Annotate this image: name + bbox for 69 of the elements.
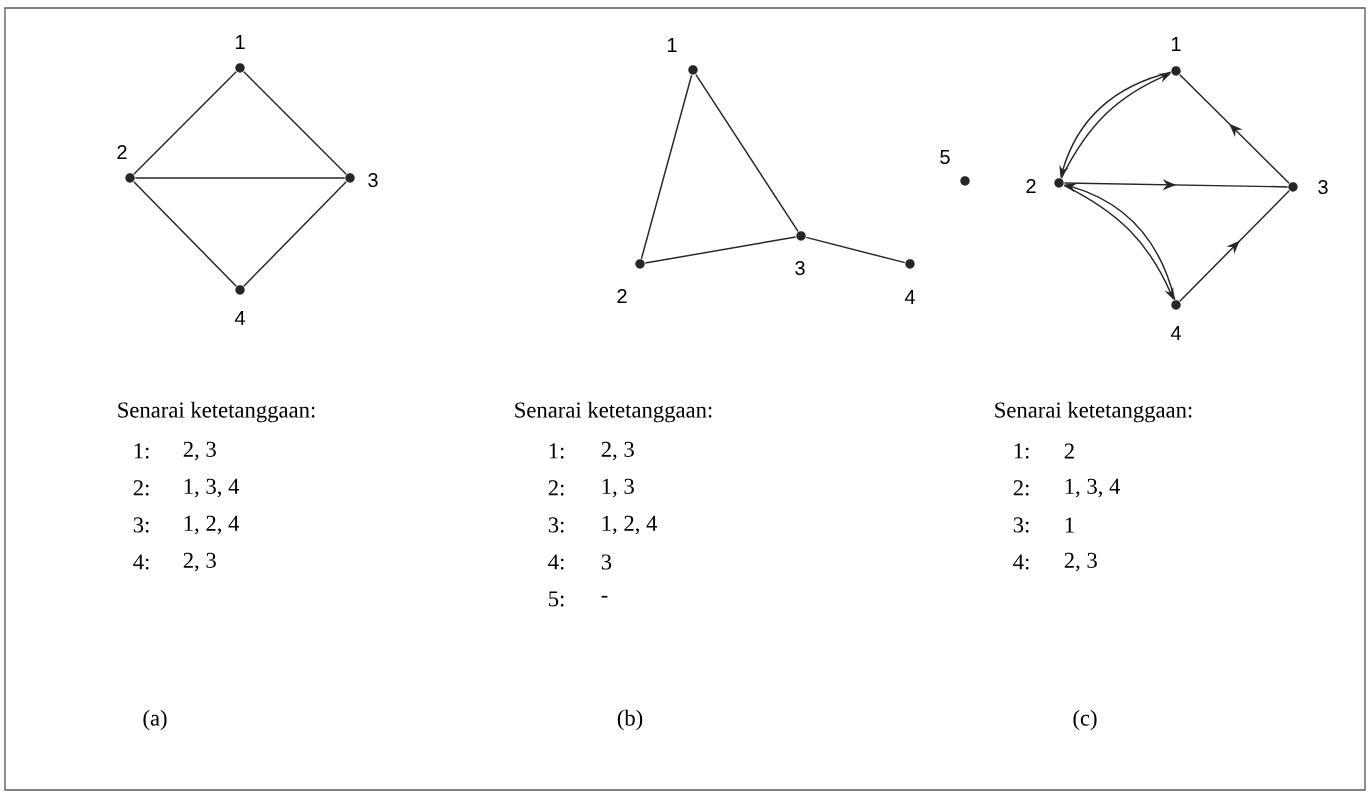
list-entry: 3: <box>1013 517 1029 533</box>
list-entry: 3: <box>548 517 564 533</box>
node-label: 3 <box>1318 179 1328 195</box>
vertex: 5 <box>940 150 970 186</box>
vertex: 1 <box>235 35 245 73</box>
vertex: 1 <box>1171 37 1181 76</box>
vertex: 1 <box>667 38 698 75</box>
panel-caption: (a) <box>143 709 167 731</box>
list-entry: 3 <box>601 554 612 570</box>
node-label: 2 <box>117 145 127 159</box>
node-label: 4 <box>904 290 915 304</box>
list-heading: Senarai ketetanggaan: <box>995 401 1192 423</box>
list-entry: 2, 3 <box>601 441 634 461</box>
list-heading: Senarai ketetanggaan: <box>515 401 712 423</box>
vertex: 2 <box>617 259 645 303</box>
list-entry: 2, 3 <box>183 441 216 461</box>
list-entry: 1: <box>134 443 149 459</box>
node-label: 1 <box>235 35 245 49</box>
list-entry: - <box>601 595 608 598</box>
list-entry: 2 <box>1064 443 1074 459</box>
edge-line <box>243 181 347 287</box>
vertex: 2 <box>117 145 135 183</box>
node-label: 3 <box>795 260 805 276</box>
vertex: 3 <box>1288 179 1328 195</box>
vertex: 3 <box>345 172 378 188</box>
edge-line <box>134 177 346 179</box>
list-entry: 2, 3 <box>183 552 216 572</box>
edge-line <box>805 236 906 264</box>
arrow <box>1179 74 1290 184</box>
list-entry: 1, 3, 4 <box>1065 478 1121 498</box>
edge-line <box>640 74 693 260</box>
node-label: 1 <box>667 38 677 52</box>
list-entry: 1: <box>1014 443 1029 459</box>
edge-line <box>243 71 347 175</box>
list-heading: Senarai ketetanggaan: <box>118 401 315 423</box>
list-entry: 2: <box>548 480 564 496</box>
node-label: 2 <box>1026 179 1036 193</box>
list-entry: 1: <box>549 443 564 459</box>
node-label: 3 <box>368 172 378 188</box>
node-label: 4 <box>234 311 245 325</box>
list-entry: 4: <box>1013 554 1029 570</box>
list-entry: 3: <box>133 517 149 533</box>
list-entry: 1 <box>1065 517 1074 533</box>
vertex: 2 <box>1026 178 1064 193</box>
list-entry: 2: <box>133 480 149 496</box>
node-label: 4 <box>1170 326 1181 340</box>
list-entry: 1, 3, 4 <box>184 478 240 498</box>
list-entry: 1, 2, 4 <box>602 515 658 535</box>
panel-caption: (c) <box>1073 709 1097 731</box>
vertex: 4 <box>1170 300 1181 340</box>
vertex: 4 <box>904 259 915 304</box>
edge-line <box>695 73 799 233</box>
list-entry: 2, 3 <box>1064 552 1097 572</box>
list-entry: 4: <box>133 554 149 570</box>
panel-caption: (b) <box>617 709 643 731</box>
list-entry: 5: <box>549 591 564 607</box>
node-label: 2 <box>617 289 627 303</box>
list-entry: 4: <box>548 554 564 570</box>
list-entry: 1, 2, 4 <box>184 515 240 535</box>
vertex: 3 <box>795 231 806 276</box>
list-entry: 1, 3 <box>602 478 634 498</box>
node-label: 5 <box>940 150 950 164</box>
vertex: 4 <box>234 285 245 325</box>
node-label: 1 <box>1171 37 1181 51</box>
list-entry: 2: <box>1013 480 1029 496</box>
arrow <box>1179 190 1290 302</box>
edge-line <box>133 181 237 287</box>
edge-line <box>133 71 237 175</box>
edge-line <box>644 236 797 264</box>
